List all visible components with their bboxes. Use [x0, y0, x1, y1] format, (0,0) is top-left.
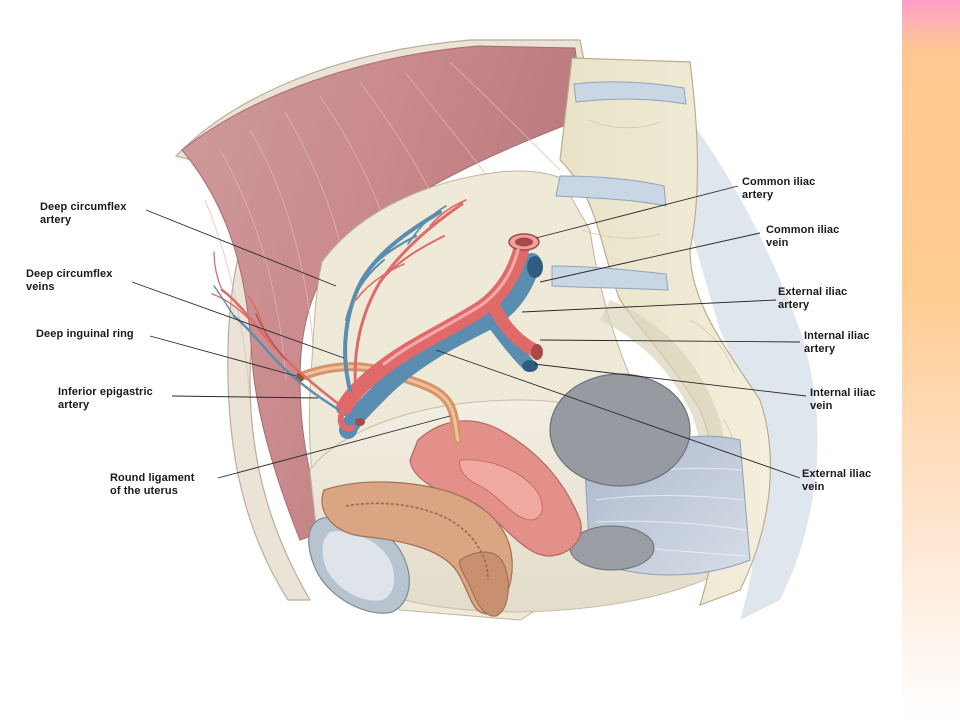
label-line: vein [810, 400, 833, 412]
abdominal-muscle [181, 45, 585, 541]
pubic-bone-inner [322, 531, 395, 601]
label-inferior-epigastric-artery: Inferior epigastric artery [58, 386, 153, 412]
common-iliac-artery-lumen [515, 237, 533, 247]
internal-iliac-vein-shape [483, 311, 533, 369]
label-external-iliac-vein: External iliac vein [802, 468, 871, 494]
label-line: Internal iliac [804, 330, 870, 342]
rectal-mucosa [345, 502, 489, 581]
inferior-epigastric-origin [355, 418, 365, 426]
label-common-iliac-vein: Common iliac vein [766, 224, 839, 250]
label-deep-circumflex-artery: Deep circumflex artery [40, 201, 126, 227]
sciatic-foramen [569, 525, 655, 571]
common-iliac-artery-shape [336, 238, 530, 416]
label-line: External iliac [778, 286, 848, 298]
label-line: Internal iliac [810, 387, 876, 399]
uterine-fold [459, 459, 543, 521]
accent-sidebar [902, 0, 960, 720]
label-line: vein [766, 237, 789, 249]
label-line: artery [40, 214, 72, 226]
common-iliac-vein-cut [527, 256, 543, 278]
inferior-epigastric-vessels [211, 251, 348, 416]
vagina [459, 551, 509, 617]
label-line: artery [778, 299, 810, 311]
label-external-iliac-artery: External iliac artery [778, 286, 847, 312]
vertebral-discs [551, 81, 687, 291]
label-internal-iliac-vein: Internal iliac vein [810, 387, 876, 413]
label-deep-inguinal-ring: Deep inguinal ring [36, 328, 134, 341]
label-line: artery [804, 343, 836, 355]
epigastric-branch-root [337, 405, 355, 432]
label-line: Common iliac [742, 176, 816, 188]
label-line: Deep inguinal ring [36, 328, 134, 340]
internal-iliac-artery-cut [531, 344, 543, 360]
artery-highlight [382, 248, 520, 366]
label-round-ligament: Round ligament of the uterus [110, 472, 195, 498]
label-deep-circumflex-veins: Deep circumflex veins [26, 268, 112, 294]
common-iliac-vein-shape [339, 253, 541, 439]
internal-iliac-artery-shape [485, 295, 541, 357]
label-line: Round ligament [110, 472, 195, 484]
leader-lines [131, 185, 807, 479]
label-line: Common iliac [766, 224, 840, 236]
label-line: artery [742, 189, 774, 201]
label-line: artery [58, 399, 90, 411]
label-internal-iliac-artery: Internal iliac artery [804, 330, 870, 356]
label-line: vein [802, 481, 825, 493]
label-line: Deep circumflex [26, 268, 113, 280]
label-line: veins [26, 281, 55, 293]
deep-circumflex-vessels [343, 199, 467, 394]
label-line: Deep circumflex [40, 201, 127, 213]
obturator-foramen [549, 373, 691, 487]
internal-iliac-vein-cut [522, 360, 538, 372]
label-line: of the uterus [110, 485, 178, 497]
label-line: Inferior epigastric [58, 386, 153, 398]
round-ligament-highlight [300, 365, 460, 442]
label-common-iliac-artery: Common iliac artery [742, 176, 815, 202]
label-line: External iliac [802, 468, 872, 480]
